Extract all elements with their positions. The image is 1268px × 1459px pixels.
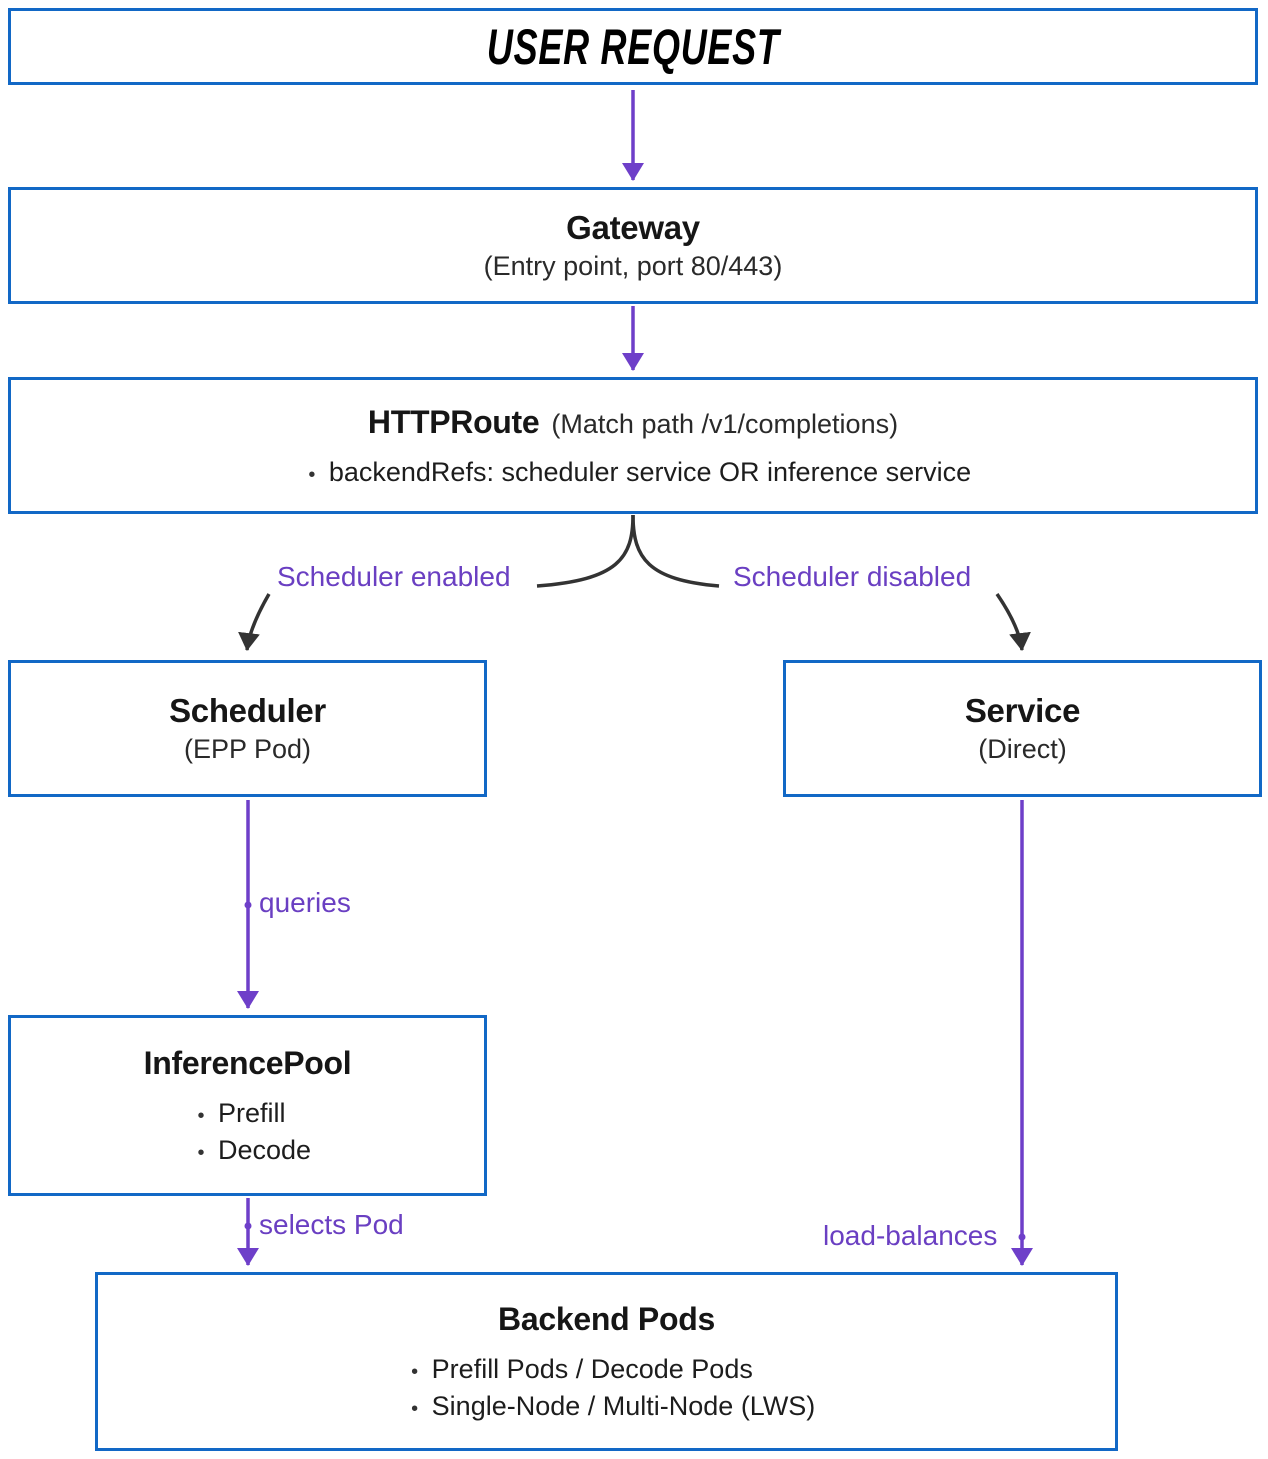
- bullet-icon: •: [411, 1361, 419, 1383]
- node-scheduler: Scheduler (EPP Pod): [8, 660, 487, 797]
- edge-label-load-balances: load-balances: [823, 1220, 998, 1251]
- edge-label-scheduler-disabled: Scheduler disabled: [733, 561, 972, 592]
- selects-pod-label-anchor: [244, 1222, 252, 1230]
- service-title: Service: [964, 692, 1081, 729]
- node-inference-pool: InferencePool • Prefill • Decode: [8, 1015, 487, 1196]
- scheduler-title: Scheduler: [169, 692, 326, 729]
- backend-pods-bullets: • Prefill Pods / Decode Pods • Single-No…: [398, 1348, 816, 1422]
- node-backend-pods: Backend Pods • Prefill Pods / Decode Pod…: [95, 1272, 1118, 1451]
- inference-pool-bullet-text: Prefill: [217, 1098, 286, 1128]
- list-item: • Prefill Pods / Decode Pods: [398, 1354, 816, 1385]
- arrow-to-service: [995, 593, 1031, 651]
- list-item: • backendRefs: scheduler service OR infe…: [295, 457, 971, 488]
- bullet-icon: •: [308, 463, 316, 486]
- bullet-icon: •: [197, 1142, 205, 1164]
- gateway-subtitle: (Entry point, port 80/443): [483, 251, 783, 281]
- list-item: • Decode: [184, 1135, 311, 1166]
- edge-label-scheduler-enabled: Scheduler enabled: [277, 561, 511, 592]
- service-subtitle: (Direct): [978, 734, 1067, 764]
- edge-label-queries: queries: [259, 887, 351, 918]
- branch-curve-left: [536, 514, 635, 588]
- node-httproute: HTTPRoute (Match path /v1/completions) •…: [8, 377, 1258, 514]
- inference-pool-bullet-text: Decode: [217, 1135, 312, 1165]
- backend-pods-title: Backend Pods: [498, 1301, 715, 1337]
- httproute-title: HTTPRoute: [367, 403, 540, 440]
- user-request-title: USER REQUEST: [486, 18, 780, 75]
- httproute-title-suffix: (Match path /v1/completions): [551, 408, 899, 439]
- inference-pool-title: InferencePool: [143, 1045, 352, 1081]
- load-balances-label-anchor: [1018, 1233, 1026, 1241]
- httproute-bullets: • backendRefs: scheduler service OR infe…: [295, 451, 971, 488]
- node-user-request: USER REQUEST: [8, 8, 1258, 85]
- edge-label-selects-pod: selects Pod: [259, 1209, 404, 1240]
- list-item: • Prefill: [184, 1098, 311, 1129]
- backend-pods-bullet-text: Prefill Pods / Decode Pods: [431, 1354, 753, 1384]
- backend-pods-bullet-text: Single-Node / Multi-Node (LWS): [431, 1391, 816, 1421]
- arrow-to-scheduler: [238, 593, 271, 651]
- bullet-icon: •: [411, 1398, 419, 1420]
- inference-pool-bullets: • Prefill • Decode: [184, 1092, 311, 1166]
- bullet-icon: •: [197, 1105, 205, 1127]
- branch-curve-right: [631, 514, 720, 588]
- gateway-title: Gateway: [566, 209, 700, 246]
- list-item: • Single-Node / Multi-Node (LWS): [398, 1391, 816, 1422]
- node-service: Service (Direct): [783, 660, 1262, 797]
- httproute-bullet-text: backendRefs: scheduler service OR infere…: [328, 456, 972, 487]
- node-gateway: Gateway (Entry point, port 80/443): [8, 187, 1258, 304]
- scheduler-subtitle: (EPP Pod): [183, 734, 312, 764]
- queries-label-anchor: [244, 901, 252, 909]
